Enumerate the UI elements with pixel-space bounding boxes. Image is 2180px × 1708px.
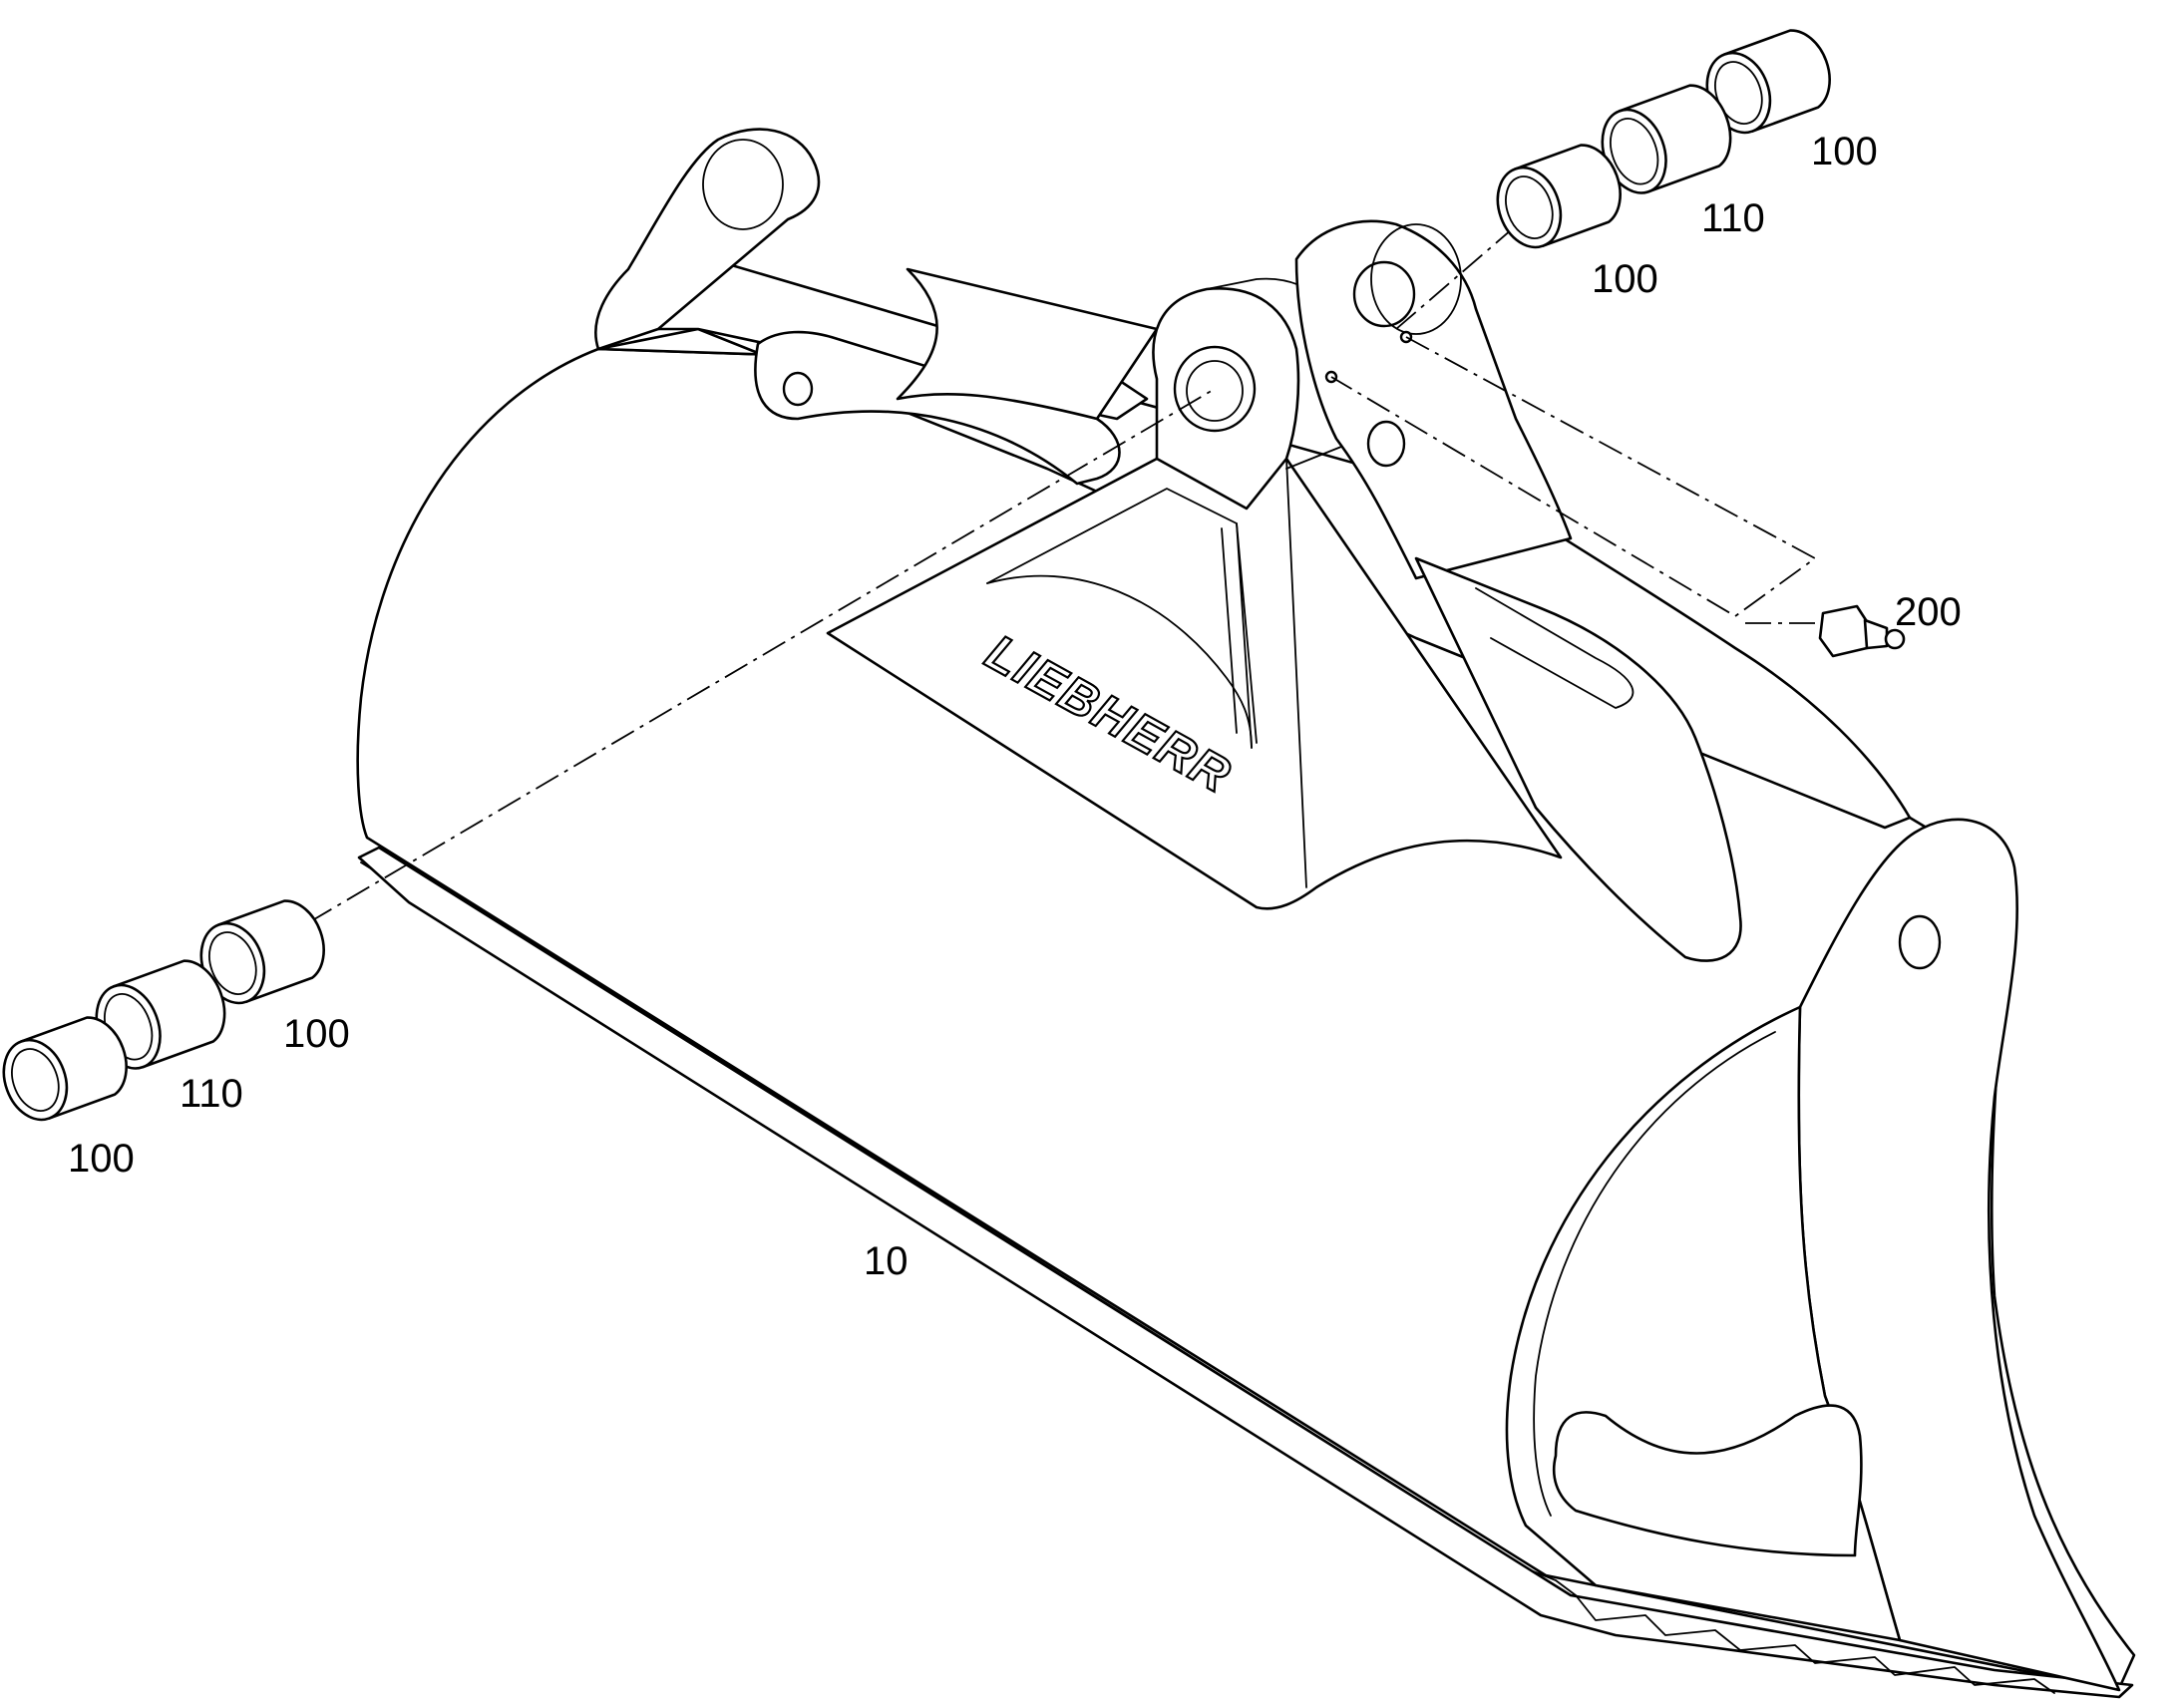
- right-lower-lug-hole: [1366, 420, 1406, 468]
- teeth-row: [1575, 1594, 2055, 1694]
- right-upper-lug-boss: [1370, 223, 1462, 335]
- bucket-body: [356, 128, 2136, 1699]
- grease-nipple: [1818, 604, 1906, 658]
- left-ear-plate: [594, 128, 821, 351]
- mount-right-edge: [1285, 458, 1307, 888]
- mount-face-left: [986, 488, 1253, 749]
- label-spacer-top: 110: [1701, 196, 1765, 240]
- label-grease-nipple: 200: [1895, 590, 1962, 634]
- bushing-bottom-left: [2, 1016, 128, 1122]
- label-spacer-bottom: 110: [180, 1072, 243, 1116]
- label-bushing-top-left: 100: [1592, 257, 1658, 301]
- center-lines: [308, 203, 1825, 923]
- label-bucket: 10: [864, 1239, 908, 1283]
- side-wall-inner: [1533, 1031, 1776, 1517]
- left-tube-end: [702, 139, 784, 230]
- bushing-group-top: [1496, 29, 1831, 249]
- central-lug-bore: [1173, 345, 1257, 433]
- callout-labels: 10 100 110 100 200 100 110 100: [68, 130, 1962, 1283]
- bushing-group-bottom: [2, 899, 325, 1122]
- side-cutout: [1552, 1404, 1863, 1557]
- centerline-right-bushings: [1395, 203, 1542, 330]
- right-side-slot: [1475, 587, 1635, 709]
- label-bushing-top-right: 100: [1811, 130, 1878, 173]
- left-lug-hole: [782, 371, 814, 407]
- bushing-bottom-right: [199, 899, 325, 1005]
- central-lug-bore-inner: [1186, 360, 1244, 422]
- mount-arc: [986, 574, 1253, 749]
- left-gusset: [896, 267, 1159, 421]
- cutting-edge-blade: [357, 846, 2134, 1699]
- label-bushing-bottom-left: 100: [68, 1137, 135, 1181]
- mount-ridge: [1221, 522, 1258, 744]
- left-lug: [754, 330, 1121, 486]
- right-side-arm: [1414, 556, 1742, 962]
- bushing-top-left: [1496, 144, 1622, 249]
- centerline-grease-1: [1330, 336, 1817, 618]
- right-upper-lug-bore: [1352, 260, 1416, 328]
- right-side-plate-hole: [1898, 914, 1942, 970]
- label-bushing-bottom-right: 100: [283, 1012, 350, 1056]
